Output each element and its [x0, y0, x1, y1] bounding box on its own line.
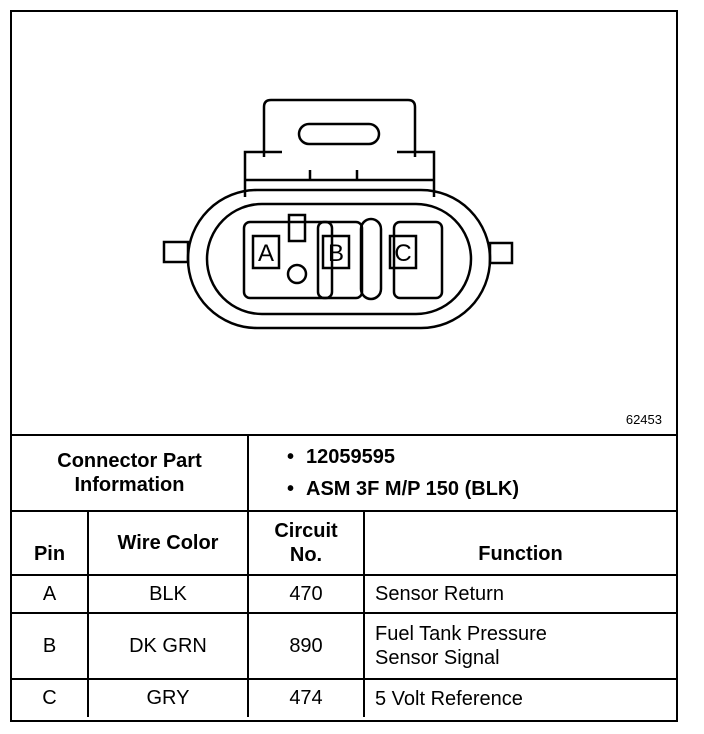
part-info-row: Connector Part Information 12059595 ASM … — [12, 434, 677, 512]
diagram-frame: A B C 62453 Connector Part Information 1… — [10, 10, 678, 722]
table-row: B DK GRN 890 Fuel Tank Pressure Sensor S… — [12, 612, 677, 680]
row-c-pin: C — [12, 678, 89, 717]
right-tab — [488, 241, 514, 265]
connector-shell-inner — [205, 202, 473, 316]
pin-label-b: B — [328, 240, 344, 267]
table-header-row: Pin Wire Color Circuit No. Function — [12, 510, 677, 576]
connector-diagram: A B C 62453 — [12, 12, 676, 434]
latch-body — [262, 98, 417, 157]
row-c-circuit: 474 — [247, 678, 365, 717]
header-pin: Pin — [12, 510, 89, 576]
header-circuit: Circuit No. — [247, 510, 365, 576]
left-tab — [162, 240, 190, 264]
row-c-function: 5 Volt Reference — [362, 678, 677, 717]
part-info-list: 12059595 ASM 3F M/P 150 (BLK) — [249, 441, 676, 505]
part-description: ASM 3F M/P 150 (BLK) — [287, 473, 676, 505]
header-function: Function — [362, 510, 677, 576]
pin-b-box — [321, 234, 351, 270]
connector-drawing: A B C — [162, 98, 514, 330]
row-b-function: Fuel Tank Pressure Sensor Signal — [362, 612, 677, 680]
cavity-right — [392, 220, 444, 300]
row-b-pin: B — [12, 612, 89, 680]
row-b-circuit: 890 — [247, 612, 365, 680]
header-wire-color: Wire Color — [87, 510, 249, 576]
row-c-wire-color: GRY — [87, 678, 249, 717]
part-info-label: Connector Part Information — [12, 434, 249, 512]
polarizer-dot — [286, 263, 308, 285]
table-row: C GRY 474 5 Volt Reference — [12, 678, 677, 717]
table-row: A BLK 470 Sensor Return — [12, 574, 677, 614]
part-info-values: 12059595 ASM 3F M/P 150 (BLK) — [246, 434, 677, 512]
key-tab — [287, 213, 307, 243]
row-a-wire-color: BLK — [87, 574, 249, 614]
row-a-function: Sensor Return — [362, 574, 677, 614]
row-a-circuit: 470 — [247, 574, 365, 614]
connector-table: Connector Part Information 12059595 ASM … — [12, 434, 677, 717]
row-b-wire-color: DK GRN — [87, 612, 249, 680]
figure-id: 62453 — [625, 412, 662, 427]
pin-label-a: A — [258, 240, 274, 267]
pin-label-c: C — [394, 240, 411, 267]
row-a-pin: A — [12, 574, 89, 614]
latch-shoulder — [243, 150, 436, 197]
pin-c-box — [388, 234, 418, 270]
part-number: 12059595 — [287, 441, 676, 473]
pin-a-box — [251, 234, 281, 270]
latch-slot — [297, 122, 381, 146]
divider-rib — [359, 217, 383, 301]
